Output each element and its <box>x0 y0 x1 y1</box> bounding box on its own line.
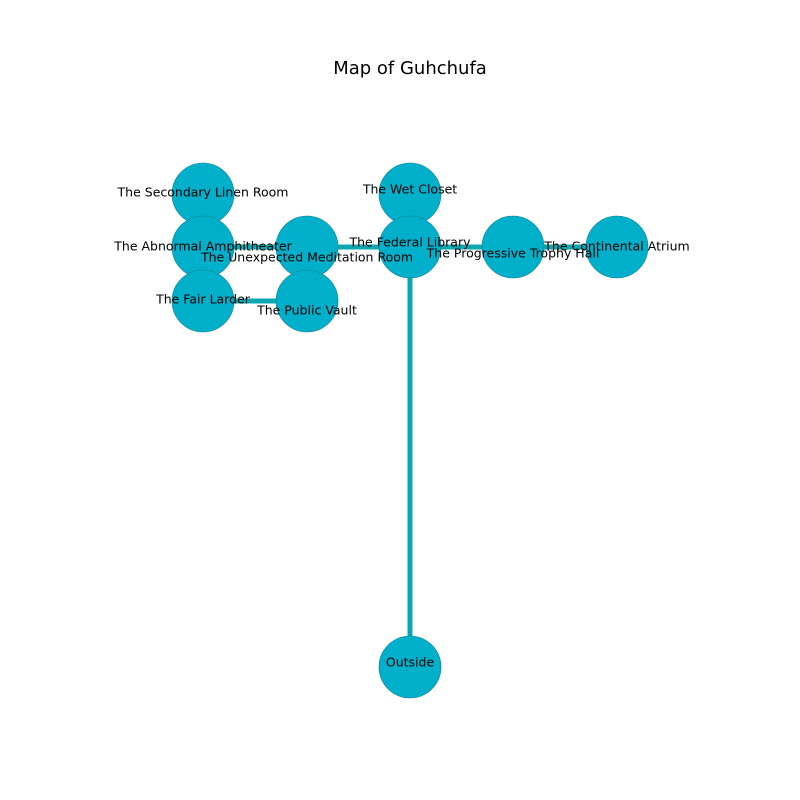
room-node-federal-library <box>378 215 442 279</box>
room-label-public-vault: The Public Vault <box>256 303 357 318</box>
room-label-abnormal-amph: The Abnormal Amphitheater <box>113 239 292 254</box>
room-label-federal-library: The Federal Library <box>349 235 472 250</box>
room-label-fair-larder: The Fair Larder <box>155 292 251 307</box>
room-label-secondary-linen: The Secondary Linen Room <box>117 185 289 200</box>
room-label-continental-atrium: The Continental Atrium <box>543 239 689 254</box>
room-label-outside: Outside <box>386 655 435 670</box>
room-node-public-vault <box>275 269 339 333</box>
room-label-progressive-trophy: The Progressive Trophy Hall <box>426 246 600 261</box>
room-node-outside <box>378 635 442 699</box>
labels-layer: The Secondary Linen Room The Wet ClosetTh… <box>113 182 689 670</box>
room-label-unexpected-med: The Unexpected Meditation Room <box>200 250 413 265</box>
rooms-layer <box>171 162 649 699</box>
room-node-progressive-trophy <box>481 215 545 279</box>
room-node-fair-larder <box>171 269 235 333</box>
map-title: Map of Guhchufa <box>333 58 487 79</box>
room-label-wet-closet: The Wet Closet <box>362 182 457 197</box>
room-node-continental-atrium <box>585 215 649 279</box>
